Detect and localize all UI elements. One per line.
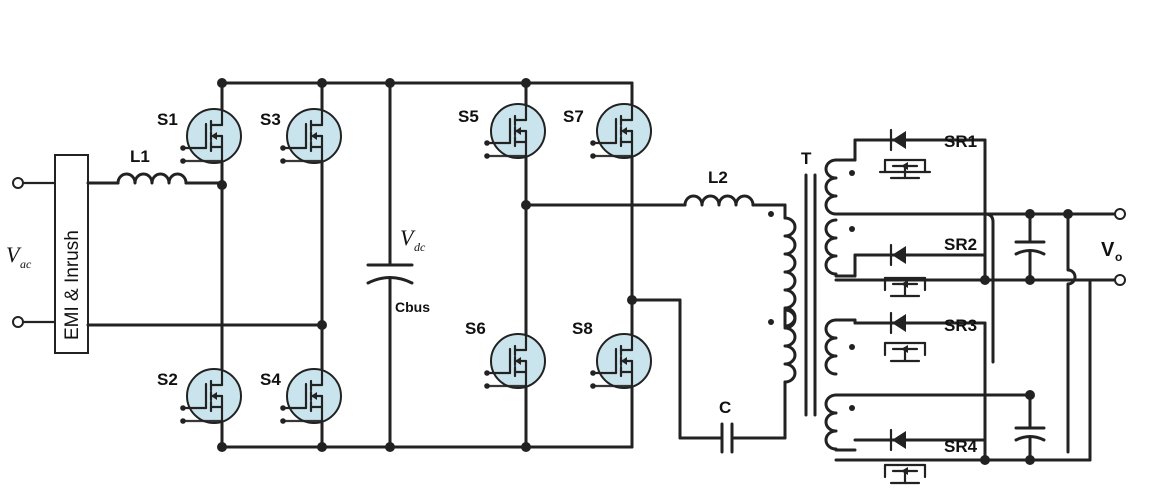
l1-label: L1 xyxy=(130,147,150,166)
mosfet-s8: S8 xyxy=(572,319,653,390)
l2-label: L2 xyxy=(708,168,728,187)
vac-label: V ac xyxy=(6,242,32,271)
vdc-label-main: V xyxy=(400,225,416,250)
s4-label: S4 xyxy=(260,370,281,389)
vo-label: V o xyxy=(1101,239,1122,264)
vo-label-sub: o xyxy=(1115,250,1122,264)
diode-sr3: SR3 xyxy=(883,311,977,363)
sr3-label: SR3 xyxy=(944,316,977,335)
vac-label-sub: ac xyxy=(20,257,32,271)
output-capacitor-bottom xyxy=(1014,393,1046,462)
s3-label: S3 xyxy=(260,110,281,129)
bus-capacitor: V dc Cbus xyxy=(366,81,430,449)
capacitor-c: C xyxy=(719,398,734,454)
junction-dots xyxy=(217,78,637,452)
output-junctions xyxy=(980,209,1073,465)
sr4-label: SR4 xyxy=(944,437,978,456)
mosfet-s3: S3 xyxy=(260,107,343,165)
emi-inrush-label: EMI & Inrush xyxy=(62,230,83,340)
s1-label: S1 xyxy=(157,110,178,129)
mosfet-s5: S5 xyxy=(458,102,547,160)
sr1-label: SR1 xyxy=(944,132,977,151)
vac-label-main: V xyxy=(6,242,22,267)
inductor-l1: L1 xyxy=(116,147,188,185)
inductor-l2: L2 xyxy=(683,168,755,207)
input-terminals xyxy=(12,177,57,328)
output-capacitor-top xyxy=(1014,212,1046,282)
s8-label: S8 xyxy=(572,319,593,338)
mosfet-s7: S7 xyxy=(563,102,653,160)
diode-sr4: SR4 xyxy=(883,428,978,485)
mosfet-s6: S6 xyxy=(465,319,547,390)
mosfet-s4: S4 xyxy=(260,367,343,425)
s6-label: S6 xyxy=(465,319,486,338)
diode-sr2: SR2 xyxy=(883,235,977,298)
diode-sr1: SR1 xyxy=(878,128,977,180)
s7-label: S7 xyxy=(563,107,584,126)
mosfet-s1: S1 xyxy=(157,107,243,165)
emi-inrush-block: EMI & Inrush xyxy=(54,154,89,354)
c-label: C xyxy=(719,398,731,417)
output-terminals xyxy=(1114,208,1126,286)
mosfet-s2: S2 xyxy=(157,367,243,425)
vdc-label-sub: dc xyxy=(414,240,426,254)
s2-label: S2 xyxy=(157,370,178,389)
transformer-t: T xyxy=(768,149,855,451)
cbus-label: Cbus xyxy=(395,299,430,315)
vo-label-main: V xyxy=(1101,239,1115,261)
sr2-label: SR2 xyxy=(944,235,977,254)
t-label: T xyxy=(801,149,812,168)
s5-label: S5 xyxy=(458,107,479,126)
